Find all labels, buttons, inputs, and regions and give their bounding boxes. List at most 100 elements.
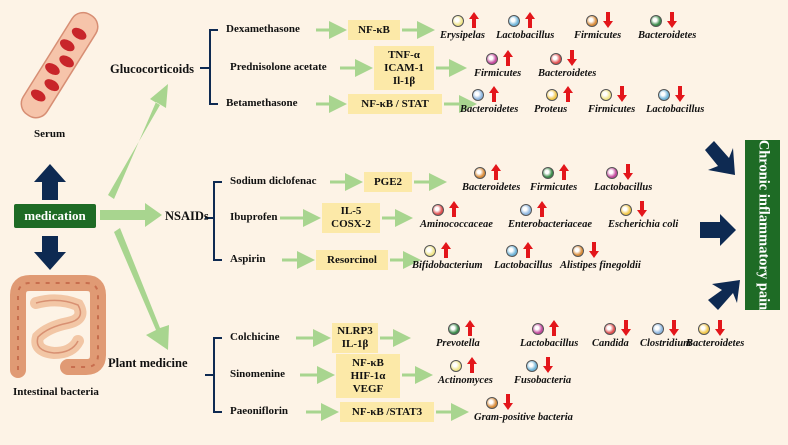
bacteria-label: Clostridium (640, 338, 692, 349)
bacteria-label: Lactobacillus (520, 338, 579, 349)
arrow-down-icon (567, 50, 577, 66)
arrow-up-icon (549, 320, 559, 336)
drug-dexamethasone: Dexamethasone (226, 23, 300, 35)
arrow-up-icon (491, 164, 501, 180)
drug-sinomenine: Sinomenine (230, 368, 286, 380)
bacteria-icon (620, 204, 632, 216)
bacteria-label: Firmicutes (588, 104, 636, 115)
bacteria-icon (520, 204, 532, 216)
bacteria-icon (452, 15, 464, 27)
target-box-diclofenac: PGE2 (364, 172, 412, 192)
bacteria-icon (658, 89, 670, 101)
chronic-inflammatory-pain-box: Chronic inflammatory pain (745, 140, 780, 310)
bacteria-icon (508, 15, 520, 27)
arrow-up-icon (563, 86, 573, 102)
drug-colchicine: Colchicine (230, 331, 280, 343)
intestine-image (10, 275, 106, 378)
bacteria-icon (450, 360, 462, 372)
serum-tube-image (20, 11, 99, 119)
target-colchicine-1: IL-1β (341, 338, 369, 350)
target-betamethasone-0: NF-κB / STAT (361, 97, 429, 110)
arrow-down-icon (589, 242, 599, 258)
bacteria-icon (424, 245, 436, 257)
bacteria-label: Enterobacteriaceae (508, 219, 592, 230)
arrow-up-icon (523, 242, 533, 258)
drug-sodium-diclofenac: Sodium diclofenac (230, 175, 317, 187)
bacteria-icon (604, 323, 616, 335)
arrow-down-icon (623, 164, 633, 180)
bacteria-label: Bacteroidetes (686, 338, 745, 349)
bacteria-label: Proteus (534, 104, 568, 115)
arrow-down-icon (543, 357, 553, 373)
arrow-down-icon (617, 86, 627, 102)
target-box-betamethasone: NF-κB / STAT (348, 94, 442, 114)
bacteria-label: Aminococcaceae (420, 219, 493, 230)
target-box-paeoniflorin: NF-κB /STAT3 (340, 402, 434, 422)
target-prednisolone-2: Il-1β (392, 74, 416, 87)
category-nsaids: NSAIDs (165, 209, 209, 223)
bacteria-icon (532, 323, 544, 335)
bacteria-label: Alistipes finegoldii (560, 260, 641, 271)
target-box-aspirin: Resorcinol (316, 250, 388, 270)
bacteria-icon (506, 245, 518, 257)
arrow-up-icon (489, 86, 499, 102)
bacteria-label: Escherichia coli (608, 219, 679, 230)
bacteria-icon (572, 245, 584, 257)
drug-paeoniflorin: Paeoniflorin (230, 405, 289, 417)
target-ibuprofen-1: COSX-2 (331, 218, 371, 230)
bacteria-icon (474, 167, 486, 179)
target-aspirin-0: Resorcinol (327, 253, 377, 266)
bacteria-label: Lactobacillus (496, 30, 555, 41)
target-paeoniflorin-0: NF-κB /STAT3 (351, 405, 423, 418)
bacteria-label: Lactobacillus (594, 182, 653, 193)
bacteria-label: Bacteroidetes (462, 182, 521, 193)
bacteria-label: Bacteroidetes (638, 30, 697, 41)
bacteria-icon (586, 15, 598, 27)
bacteria-icon (542, 167, 554, 179)
arrow-down-icon (637, 201, 647, 217)
target-sinomenine-1: HIF-1α (350, 369, 386, 382)
medication-label: medication (14, 204, 96, 228)
bacteria-label: Prevotella (436, 338, 480, 349)
bacteria-icon (472, 89, 484, 101)
arrow-down-icon (675, 86, 685, 102)
arrow-down-icon (667, 12, 677, 28)
bacteria-label: Candida (592, 338, 629, 349)
serum-label: Serum (34, 128, 66, 140)
bacteria-label: Firmicutes (474, 68, 522, 79)
arrow-up-icon (449, 201, 459, 217)
drug-aspirin: Aspirin (230, 253, 266, 265)
chronic-inflammatory-pain-label: Chronic inflammatory pain (755, 139, 771, 311)
arrow-down-icon (503, 394, 513, 410)
bacteria-label: Actinomyces (438, 375, 493, 386)
arrow-up-icon (467, 357, 477, 373)
bacteria-label: Firmicutes (530, 182, 578, 193)
bacteria-icon (650, 15, 662, 27)
arrow-up-icon (465, 320, 475, 336)
bacteria-icon (606, 167, 618, 179)
arrow-up-icon (525, 12, 535, 28)
bacteria-icon (600, 89, 612, 101)
arrow-down-icon (603, 12, 613, 28)
bacteria-label: Firmicutes (574, 30, 622, 41)
bacteria-label: Gram-positive bacteria (474, 412, 573, 423)
target-prednisolone-0: TNF-α (388, 48, 420, 61)
bacteria-icon (486, 53, 498, 65)
arrow-up-icon (441, 242, 451, 258)
bacteria-icon (698, 323, 710, 335)
bacteria-icon (550, 53, 562, 65)
arrow-down-icon (715, 320, 725, 336)
target-sinomenine-2: VEGF (352, 382, 384, 395)
target-sinomenine-0: NF-κB (352, 356, 384, 369)
bacteria-icon (432, 204, 444, 216)
bacteria-icon (486, 397, 498, 409)
arrow-up-icon (537, 201, 547, 217)
category-glucocorticoids: Glucocorticoids (110, 62, 195, 76)
bacteria-icon (546, 89, 558, 101)
